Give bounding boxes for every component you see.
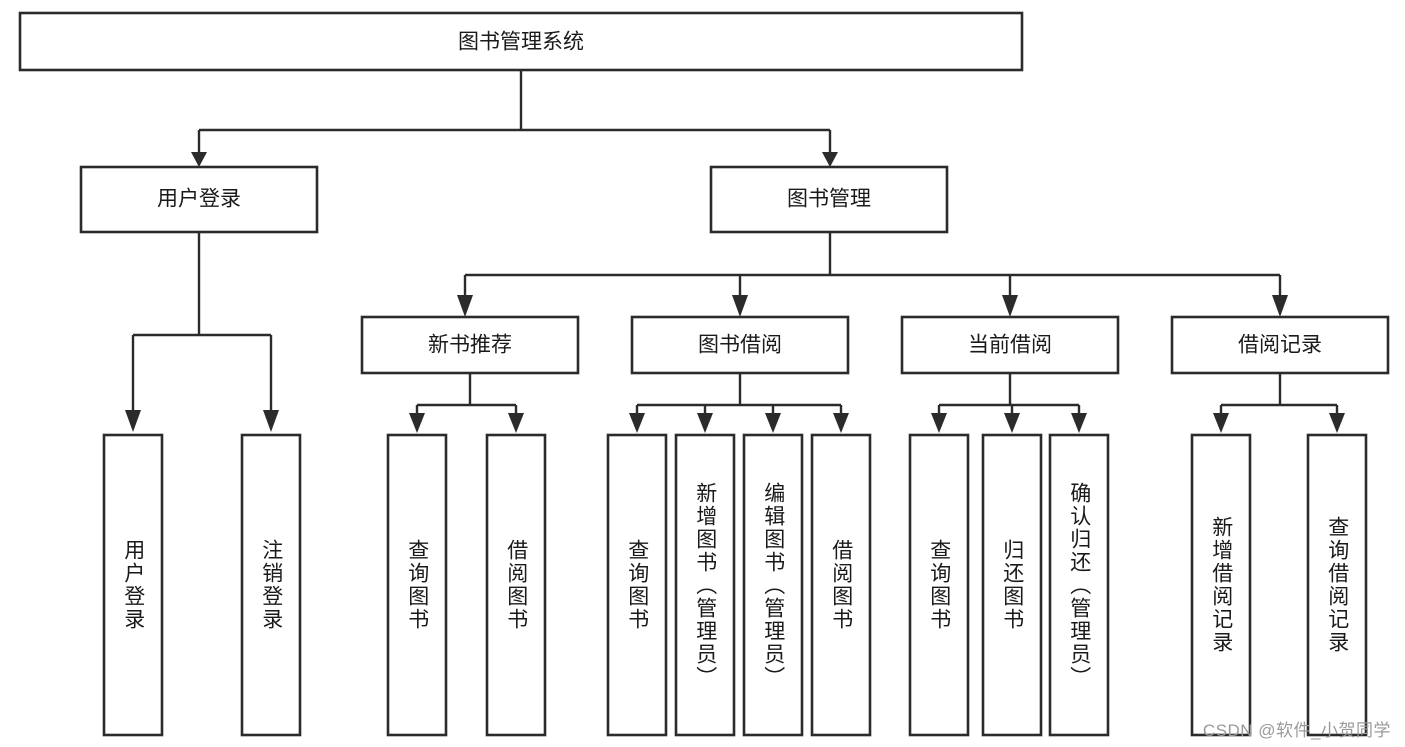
node-current-borrow[interactable]: 当前借阅 bbox=[900, 315, 1120, 375]
node-confirm-return-box[interactable] bbox=[1048, 433, 1110, 737]
arrowhead-book-borrow bbox=[732, 295, 748, 317]
node-edit-book[interactable]: 编辑图书（管理员） bbox=[742, 433, 804, 737]
arrowhead-return-book bbox=[1004, 413, 1020, 433]
node-user-login-box[interactable] bbox=[79, 165, 319, 234]
arrowhead-borrow-book-2 bbox=[833, 413, 849, 433]
arrowhead-edit-book bbox=[765, 413, 781, 433]
node-query-borrow-record-label: 查询借阅记录 bbox=[1325, 516, 1349, 654]
node-borrow-record[interactable]: 借阅记录 bbox=[1170, 315, 1390, 375]
node-query-book-2-label: 查询图书 bbox=[625, 539, 649, 631]
node-borrow-book-2[interactable]: 借阅图书 bbox=[810, 433, 872, 737]
arrowhead-add-book bbox=[697, 413, 713, 433]
node-query-book-1-label: 查询图书 bbox=[405, 539, 429, 631]
node-book-borrow-label: 图书借阅 bbox=[698, 334, 782, 357]
node-current-borrow-label: 当前借阅 bbox=[968, 334, 1052, 357]
node-new-book-recommend-label: 新书推荐 bbox=[428, 334, 512, 357]
node-book-manage-box[interactable] bbox=[709, 165, 949, 234]
node-edit-book-label: 编辑图书（管理员） bbox=[761, 481, 785, 689]
node-user-login-label: 用户登录 bbox=[157, 188, 241, 211]
node-borrow-record-box[interactable] bbox=[1170, 315, 1390, 375]
arrowhead-borrow-record bbox=[1272, 295, 1288, 317]
arrowhead-new-book-recommend bbox=[457, 295, 473, 317]
node-add-borrow-record[interactable]: 新增借阅记录 bbox=[1190, 433, 1252, 737]
node-add-book-box[interactable] bbox=[674, 433, 736, 737]
node-query-borrow-record[interactable]: 查询借阅记录 bbox=[1306, 433, 1368, 737]
node-borrow-book-1-label: 借阅图书 bbox=[504, 539, 528, 631]
arrowhead-user-login-do bbox=[125, 410, 141, 432]
arrowhead-add-borrow-record bbox=[1213, 413, 1229, 433]
node-new-book-recommend[interactable]: 新书推荐 bbox=[360, 315, 580, 375]
csdn-watermark: CSDN @软件_小贺同学 bbox=[1202, 721, 1391, 740]
arrowhead-confirm-return bbox=[1071, 413, 1087, 433]
node-confirm-return-label: 确认归还（管理员） bbox=[1067, 481, 1091, 689]
node-borrow-book-2-label: 借阅图书 bbox=[829, 539, 853, 631]
node-query-book-2[interactable]: 查询图书 bbox=[606, 433, 668, 737]
arrowhead-book-manage bbox=[822, 152, 838, 167]
node-query-book-1-box[interactable] bbox=[386, 433, 448, 737]
node-query-borrow-record-box[interactable] bbox=[1306, 433, 1368, 737]
node-return-book-label: 归还图书 bbox=[1000, 539, 1024, 631]
node-return-book[interactable]: 归还图书 bbox=[981, 433, 1043, 737]
arrowhead-borrow-book-1 bbox=[508, 413, 524, 433]
connector-layer bbox=[125, 70, 1345, 433]
node-user-logout-box[interactable] bbox=[240, 433, 302, 737]
node-root[interactable]: 图书管理系统 bbox=[18, 11, 1024, 72]
node-add-book-label: 新增图书（管理员） bbox=[693, 481, 717, 689]
node-user-login-do-label: 用户登录 bbox=[121, 539, 145, 631]
node-user-login-do-box[interactable] bbox=[102, 433, 164, 737]
node-add-borrow-record-label: 新增借阅记录 bbox=[1209, 516, 1233, 654]
node-edit-book-box[interactable] bbox=[742, 433, 804, 737]
node-query-book-3-box[interactable] bbox=[908, 433, 970, 737]
arrowhead-user-login bbox=[191, 152, 207, 167]
node-borrow-book-1-box[interactable] bbox=[485, 433, 547, 737]
arrowhead-query-book-2 bbox=[629, 413, 645, 433]
arrowhead-current-borrow bbox=[1002, 295, 1018, 317]
arrowhead-user-logout bbox=[263, 410, 279, 432]
node-root-label: 图书管理系统 bbox=[458, 31, 584, 54]
node-user-login[interactable]: 用户登录 bbox=[79, 165, 319, 234]
node-query-book-1[interactable]: 查询图书 bbox=[386, 433, 448, 737]
arrowhead-query-borrow-record bbox=[1329, 413, 1345, 433]
arrowhead-query-book-3 bbox=[931, 413, 947, 433]
node-borrow-record-label: 借阅记录 bbox=[1238, 334, 1322, 357]
node-return-book-box[interactable] bbox=[981, 433, 1043, 737]
node-user-login-do[interactable]: 用户登录 bbox=[102, 433, 164, 737]
node-book-manage[interactable]: 图书管理 bbox=[709, 165, 949, 234]
node-new-book-recommend-box[interactable] bbox=[360, 315, 580, 375]
node-current-borrow-box[interactable] bbox=[900, 315, 1120, 375]
node-user-logout[interactable]: 注销登录 bbox=[240, 433, 302, 737]
arrowhead-query-book-1 bbox=[409, 413, 425, 433]
node-borrow-book-2-box[interactable] bbox=[810, 433, 872, 737]
node-book-manage-label: 图书管理 bbox=[787, 188, 871, 211]
node-query-book-2-box[interactable] bbox=[606, 433, 668, 737]
node-confirm-return[interactable]: 确认归还（管理员） bbox=[1048, 433, 1110, 737]
node-borrow-book-1[interactable]: 借阅图书 bbox=[485, 433, 547, 737]
node-query-book-3[interactable]: 查询图书 bbox=[908, 433, 970, 737]
node-book-borrow[interactable]: 图书借阅 bbox=[630, 315, 850, 375]
node-root-box[interactable] bbox=[18, 11, 1024, 72]
node-book-borrow-box[interactable] bbox=[630, 315, 850, 375]
node-query-book-3-label: 查询图书 bbox=[927, 539, 951, 631]
node-user-logout-label: 注销登录 bbox=[259, 539, 283, 631]
node-add-book[interactable]: 新增图书（管理员） bbox=[674, 433, 736, 737]
node-add-borrow-record-box[interactable] bbox=[1190, 433, 1252, 737]
